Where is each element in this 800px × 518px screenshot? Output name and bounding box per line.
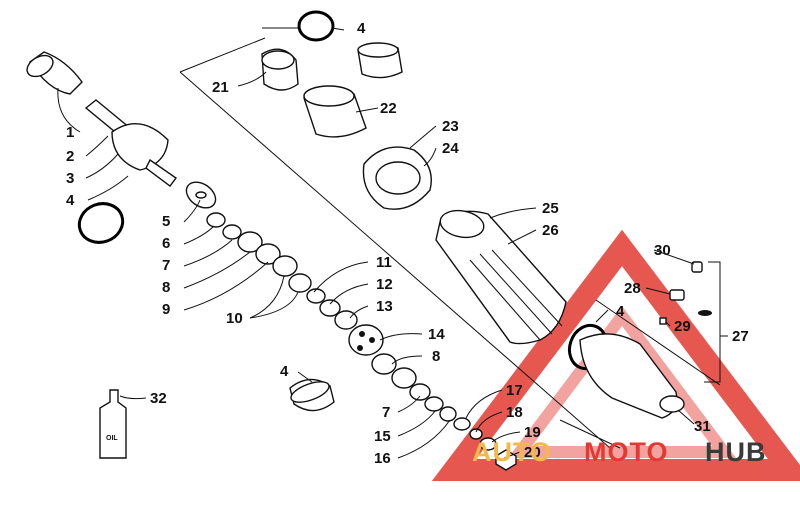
callout-3: 3 — [66, 170, 74, 187]
callout-10: 10 — [226, 310, 243, 327]
callout-32: 32 — [150, 390, 167, 407]
callout-11: 11 — [376, 254, 392, 271]
callout-16: 16 — [374, 450, 391, 467]
callout-19: 19 — [524, 424, 541, 441]
callout-9: 9 — [162, 301, 170, 318]
part-bushing-4 — [289, 378, 335, 412]
callout-4c: 4 — [280, 363, 289, 380]
watermark-moto: MOTO — [584, 437, 669, 467]
part-body-25-26 — [435, 209, 567, 345]
callout-12: 12 — [376, 276, 393, 293]
callout-13: 13 — [376, 298, 393, 315]
watermark-triangle — [431, 229, 800, 481]
oil-bottle-label: OIL — [106, 435, 118, 442]
callout-7a: 7 — [162, 257, 170, 274]
part-collar-23-24 — [362, 146, 432, 210]
shim-stack — [185, 181, 384, 356]
callout-labels: 1 2 3 4 4 4 4 5 6 7 7 8 8 9 10 11 12 13 … — [66, 20, 749, 467]
callout-27: 27 — [732, 328, 749, 345]
part-sleeve-4-top — [357, 42, 403, 79]
watermark-hub: HUB — [705, 437, 767, 467]
callout-6: 6 — [162, 235, 170, 252]
callout-23: 23 — [442, 118, 459, 135]
watermark-wordmark: AUTO MOTO HUB — [472, 437, 767, 467]
callout-15: 15 — [374, 428, 391, 445]
part-body-31 — [579, 333, 685, 419]
assembly-frame — [179, 37, 721, 449]
callout-17: 17 — [506, 382, 523, 399]
callout-8b: 8 — [432, 348, 440, 365]
callout-24: 24 — [442, 140, 459, 157]
callout-4d: 4 — [616, 303, 625, 320]
part-cap-1 — [26, 51, 83, 95]
callout-7b: 7 — [382, 404, 390, 421]
part-shaft-2-3 — [84, 99, 177, 187]
callout-20: 20 — [524, 444, 541, 461]
callout-25: 25 — [542, 200, 559, 217]
callout-2: 2 — [66, 148, 74, 165]
callout-14: 14 — [428, 326, 445, 343]
callout-18: 18 — [506, 404, 523, 421]
watermark-auto: AUTO — [472, 437, 552, 467]
callout-4b: 4 — [357, 20, 366, 37]
part-bushing-21 — [261, 48, 299, 91]
callout-31: 31 — [694, 418, 711, 435]
callout-30: 30 — [654, 242, 671, 259]
callout-29: 29 — [674, 318, 691, 335]
oil-bottle-32: OIL — [99, 389, 127, 459]
small-hardware — [659, 261, 712, 325]
callout-4a: 4 — [66, 192, 75, 209]
callout-26: 26 — [542, 222, 559, 239]
part-sleeve-22 — [303, 85, 367, 138]
callout-28: 28 — [624, 280, 641, 297]
callout-5: 5 — [162, 213, 170, 230]
leader-lines — [57, 27, 728, 459]
callout-22: 22 — [380, 100, 397, 117]
callout-8a: 8 — [162, 279, 170, 296]
callout-21: 21 — [212, 79, 229, 96]
callout-1: 1 — [66, 124, 74, 141]
